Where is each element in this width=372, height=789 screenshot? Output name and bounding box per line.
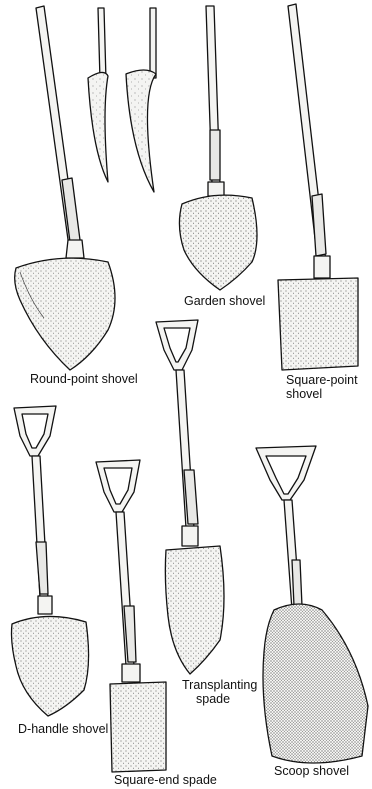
- garden-shovel-drawing: [179, 6, 257, 290]
- round-point-shovel-label: Round-point shovel: [30, 372, 138, 386]
- transplanting-spade-label-line2: spade: [196, 692, 230, 706]
- square-end-spade-label: Square-end spade: [114, 773, 217, 787]
- spade-side-profile-drawing: [88, 8, 156, 192]
- transplanting-spade-label-line1: Transplanting: [182, 678, 257, 692]
- scoop-shovel-drawing: [256, 446, 368, 763]
- square-point-shovel-drawing: [278, 4, 358, 370]
- transplanting-spade-drawing: [156, 320, 224, 674]
- square-point-shovel-label-line2: shovel: [286, 387, 322, 401]
- square-point-shovel-label-line1: Square-point: [286, 373, 358, 387]
- d-handle-shovel-drawing: [12, 406, 89, 716]
- garden-shovel-label: Garden shovel: [184, 294, 265, 308]
- d-handle-shovel-label: D-handle shovel: [18, 722, 108, 736]
- scoop-shovel-label: Scoop shovel: [274, 764, 349, 778]
